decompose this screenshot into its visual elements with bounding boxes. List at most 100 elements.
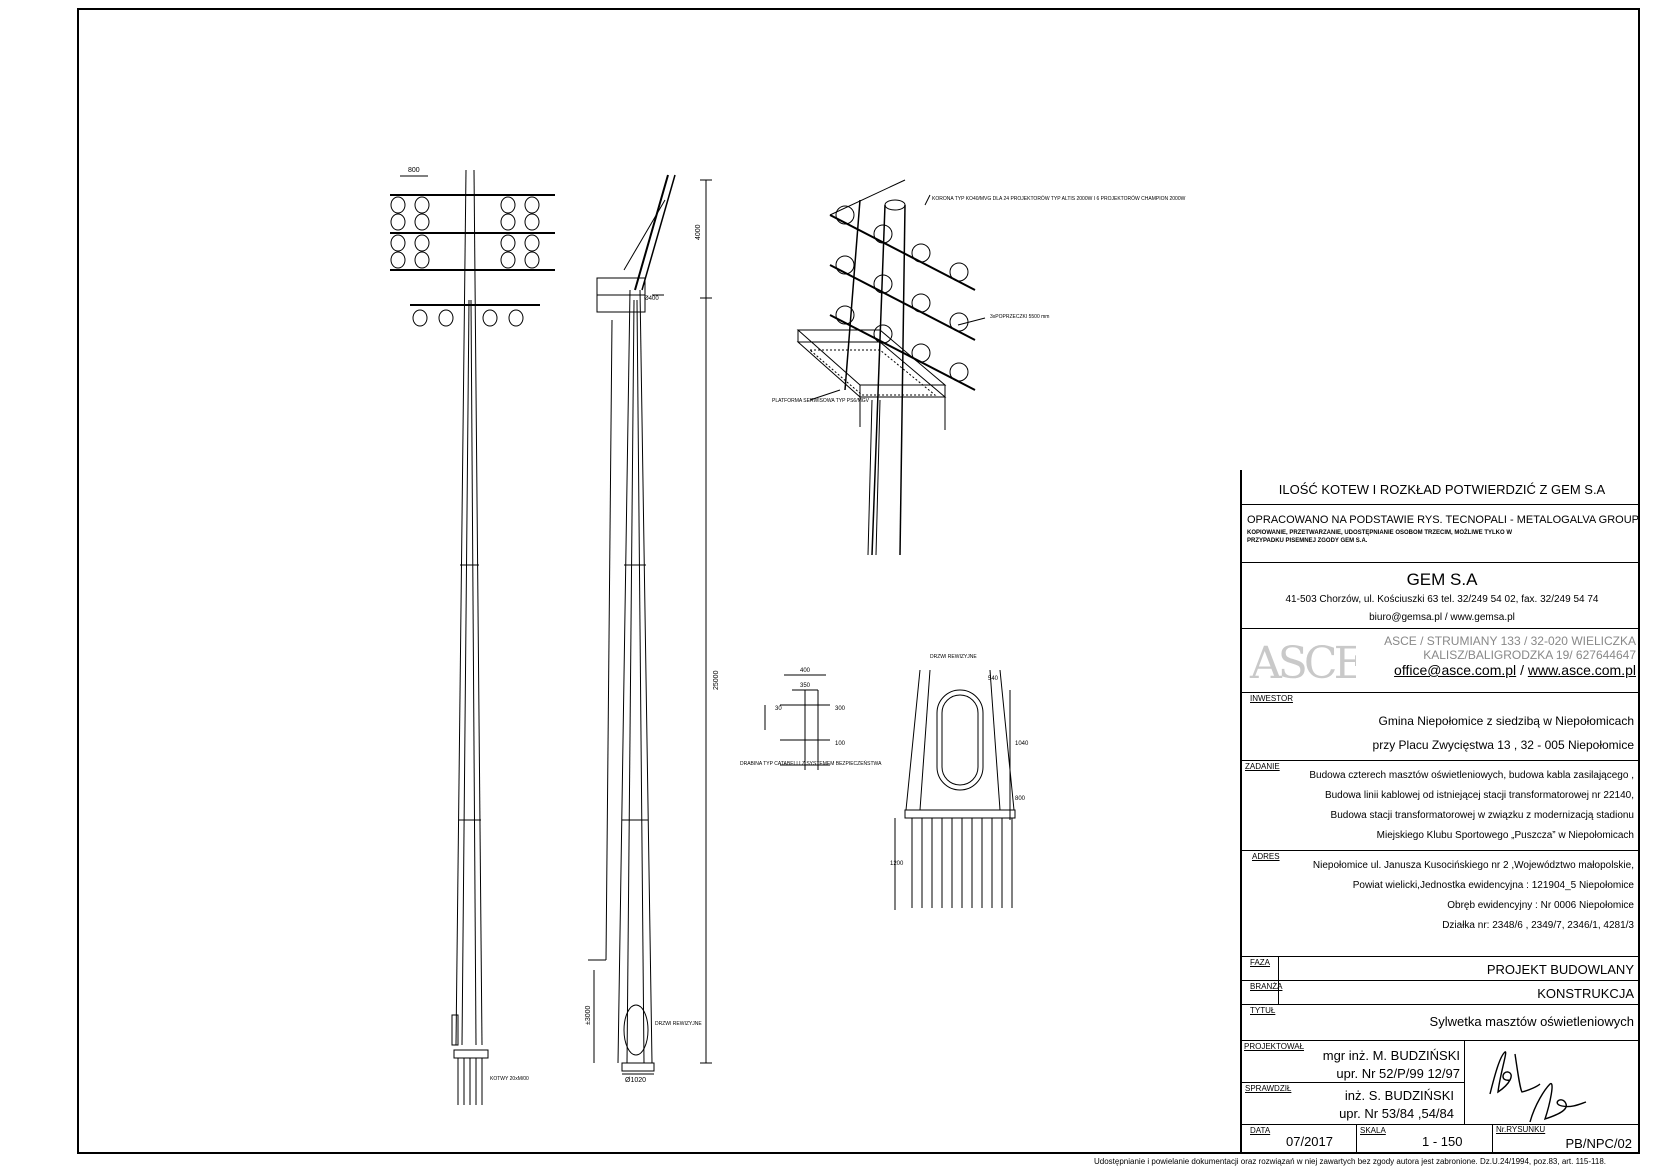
asce-separator: / xyxy=(1520,662,1524,678)
asce-contact: office@asce.com.pl / www.asce.com.pl xyxy=(1394,662,1636,678)
adres-line-1: Niepołomice ul. Janusza Kusocińskiego nr… xyxy=(1312,860,1634,871)
adres-line-4: Działka nr: 2348/6 , 2349/7, 2346/1, 428… xyxy=(1442,920,1634,931)
asce-www-link[interactable]: www.asce.com.pl xyxy=(1527,662,1636,678)
floodlight xyxy=(508,309,524,327)
branza-label: BRANŻA xyxy=(1250,982,1283,991)
floodlight xyxy=(911,343,931,363)
inwestor-line-1: Gmina Niepołomice z siedzibą w Niepołomi… xyxy=(1378,714,1634,728)
projektowal-label: PROJEKTOWAŁ xyxy=(1244,1042,1305,1051)
door-label: DRZWI REWIZYJNE xyxy=(655,1021,702,1027)
data-value: 07/2017 xyxy=(1286,1134,1333,1149)
dim-3000-label: ±3000 xyxy=(585,1005,592,1025)
floodlight xyxy=(873,224,893,244)
skala-value: 1 - 150 xyxy=(1422,1134,1463,1149)
technical-drawing: 800 4000 Ø400 25000 Ø1020 ±3000 DRZWI RE… xyxy=(390,167,1186,1105)
floodlight xyxy=(390,251,406,269)
floodlight xyxy=(949,312,969,332)
dim-s30-label: 30 xyxy=(775,706,782,712)
asce-logo-text: ASCE xyxy=(1249,638,1356,689)
title-block: ILOŚĆ KOTEW I ROZKŁAD POTWIERDZIĆ Z GEM … xyxy=(1240,470,1640,1154)
adres-label: ADRES xyxy=(1252,852,1280,861)
sprawdzil-upr: upr. Nr 53/84 ,54/84 xyxy=(1339,1106,1454,1121)
dim-400-label: Ø400 xyxy=(644,296,659,302)
dim-1020-label: Ø1020 xyxy=(625,1077,646,1084)
floodlight xyxy=(500,196,516,214)
sprawdzil-label: SPRAWDZIŁ xyxy=(1245,1084,1292,1093)
dim-s400-label: 400 xyxy=(800,668,811,674)
floodlight xyxy=(949,362,969,382)
zadanie-line-2: Budowa linii kablowej od istniejącej sta… xyxy=(1324,790,1634,801)
sprawdzil-name: inż. S. BUDZIŃSKI xyxy=(1344,1088,1454,1103)
adres-line-2: Powiat wielicki,Jednostka ewidencyjna : … xyxy=(1352,880,1634,891)
tytul-label: TYTUŁ xyxy=(1250,1006,1276,1015)
dim-800-label: 800 xyxy=(408,167,420,174)
floodlight xyxy=(873,274,893,294)
floodlight xyxy=(500,251,516,269)
anchors-label: KOTWY 20xM/00 xyxy=(490,1076,529,1082)
door-top-label: DRZWI REWIZYJNE xyxy=(930,654,977,660)
floodlight xyxy=(414,196,430,214)
anchor-notice: ILOŚĆ KOTEW I ROZKŁAD POTWIERDZIĆ Z GEM … xyxy=(1278,482,1606,497)
nr-rysunku-label: Nr.RYSUNKU xyxy=(1496,1125,1546,1134)
floodlight xyxy=(873,324,893,344)
nr-rysunku-value: PB/NPC/02 xyxy=(1565,1136,1632,1151)
data-label: DATA xyxy=(1250,1126,1271,1135)
zadanie-line-4: Miejskiego Klubu Sportowego „Puszcza” w … xyxy=(1376,830,1634,841)
floodlight xyxy=(438,309,454,327)
drawing-frame xyxy=(77,8,1640,1154)
dim-s100-label: 100 xyxy=(835,741,846,747)
copy-note-1: KOPIOWANIE, PRZETWARZANIE, UDOSTĘPNIANIE… xyxy=(1247,530,1512,536)
faza-label: FAZA xyxy=(1250,958,1271,967)
floodlight xyxy=(412,309,428,327)
floodlight xyxy=(835,205,855,225)
dim-1200-label: 1200 xyxy=(890,861,904,867)
asce-email-link[interactable]: office@asce.com.pl xyxy=(1394,662,1517,678)
basis-note: OPRACOWANO NA PODSTAWIE RYS. TECNOPALI -… xyxy=(1247,514,1639,526)
floodlight-array-isometric xyxy=(835,205,969,382)
floodlight xyxy=(390,234,406,252)
floodlight xyxy=(500,213,516,231)
dim-25000-label: 25000 xyxy=(713,670,720,690)
crown-label: KORONA TYP KO40/MVG DLA 24 PROJEKTORÓW T… xyxy=(932,195,1186,202)
company-web: biuro@gemsa.pl / www.gemsa.pl xyxy=(1369,612,1515,623)
floodlight xyxy=(500,234,516,252)
dim-s350-label: 350 xyxy=(800,683,811,689)
floodlight xyxy=(414,234,430,252)
floodlight xyxy=(414,213,430,231)
floodlight xyxy=(524,213,540,231)
projektowal-upr: upr. Nr 52/P/99 12/97 xyxy=(1336,1066,1460,1081)
asce-address-1: ASCE / STRUMIANY 133 / 32-020 WIELICZKA xyxy=(1384,634,1636,648)
floodlight xyxy=(390,213,406,231)
signatures xyxy=(1470,1044,1630,1124)
company-name: GEM S.A xyxy=(1406,570,1478,589)
floodlight-array-front xyxy=(390,196,540,327)
zadanie-line-1: Budowa czterech masztów oświetleniowych,… xyxy=(1309,770,1634,781)
floodlight xyxy=(390,196,406,214)
base-door-detail xyxy=(894,669,1016,910)
inwestor-line-2: przy Placu Zwycięstwa 13 , 32 - 005 Niep… xyxy=(1372,738,1634,752)
crossbars-label: 3xPOPRZECZKI 5500 mm xyxy=(990,314,1049,320)
mast-front-view xyxy=(390,169,555,1105)
tytul-value: Sylwetka masztów oświetleniowych xyxy=(1429,1014,1634,1029)
dim-s300-label: 300 xyxy=(835,706,846,712)
branza-value: KONSTRUKCJA xyxy=(1537,986,1634,1001)
floodlight xyxy=(482,309,498,327)
ladder-section-detail xyxy=(764,674,830,770)
floodlight xyxy=(414,251,430,269)
asce-address-2: KALISZ/BALIGRODZKA 19/ 627644647 xyxy=(1423,648,1636,662)
platform-label: PLATFORMA SERWISOWA TYP PS6/MGV xyxy=(772,398,870,404)
projektowal-name: mgr inż. M. BUDZIŃSKI xyxy=(1322,1048,1460,1063)
ladder-label: DRABINA TYP CATABELLI Z SYSTEMEM BEZPIEC… xyxy=(740,760,882,767)
skala-label: SKALA xyxy=(1360,1126,1386,1135)
floodlight xyxy=(835,305,855,325)
faza-value: PROJEKT BUDOWLANY xyxy=(1486,962,1634,977)
dim-540-label: 540 xyxy=(988,676,999,682)
floodlight xyxy=(911,243,931,263)
zadanie-label: ZADANIE xyxy=(1245,762,1280,771)
floodlight xyxy=(524,234,540,252)
adres-line-3: Obręb ewidencyjny : Nr 0006 Niepołomice xyxy=(1447,900,1634,911)
floodlight xyxy=(949,262,969,282)
inwestor-label: INWESTOR xyxy=(1250,694,1293,703)
dim-4000-label: 4000 xyxy=(695,224,702,240)
copy-note-2: PRZYPADKU PISEMNEJ ZGODY GEM S.A. xyxy=(1247,538,1368,544)
